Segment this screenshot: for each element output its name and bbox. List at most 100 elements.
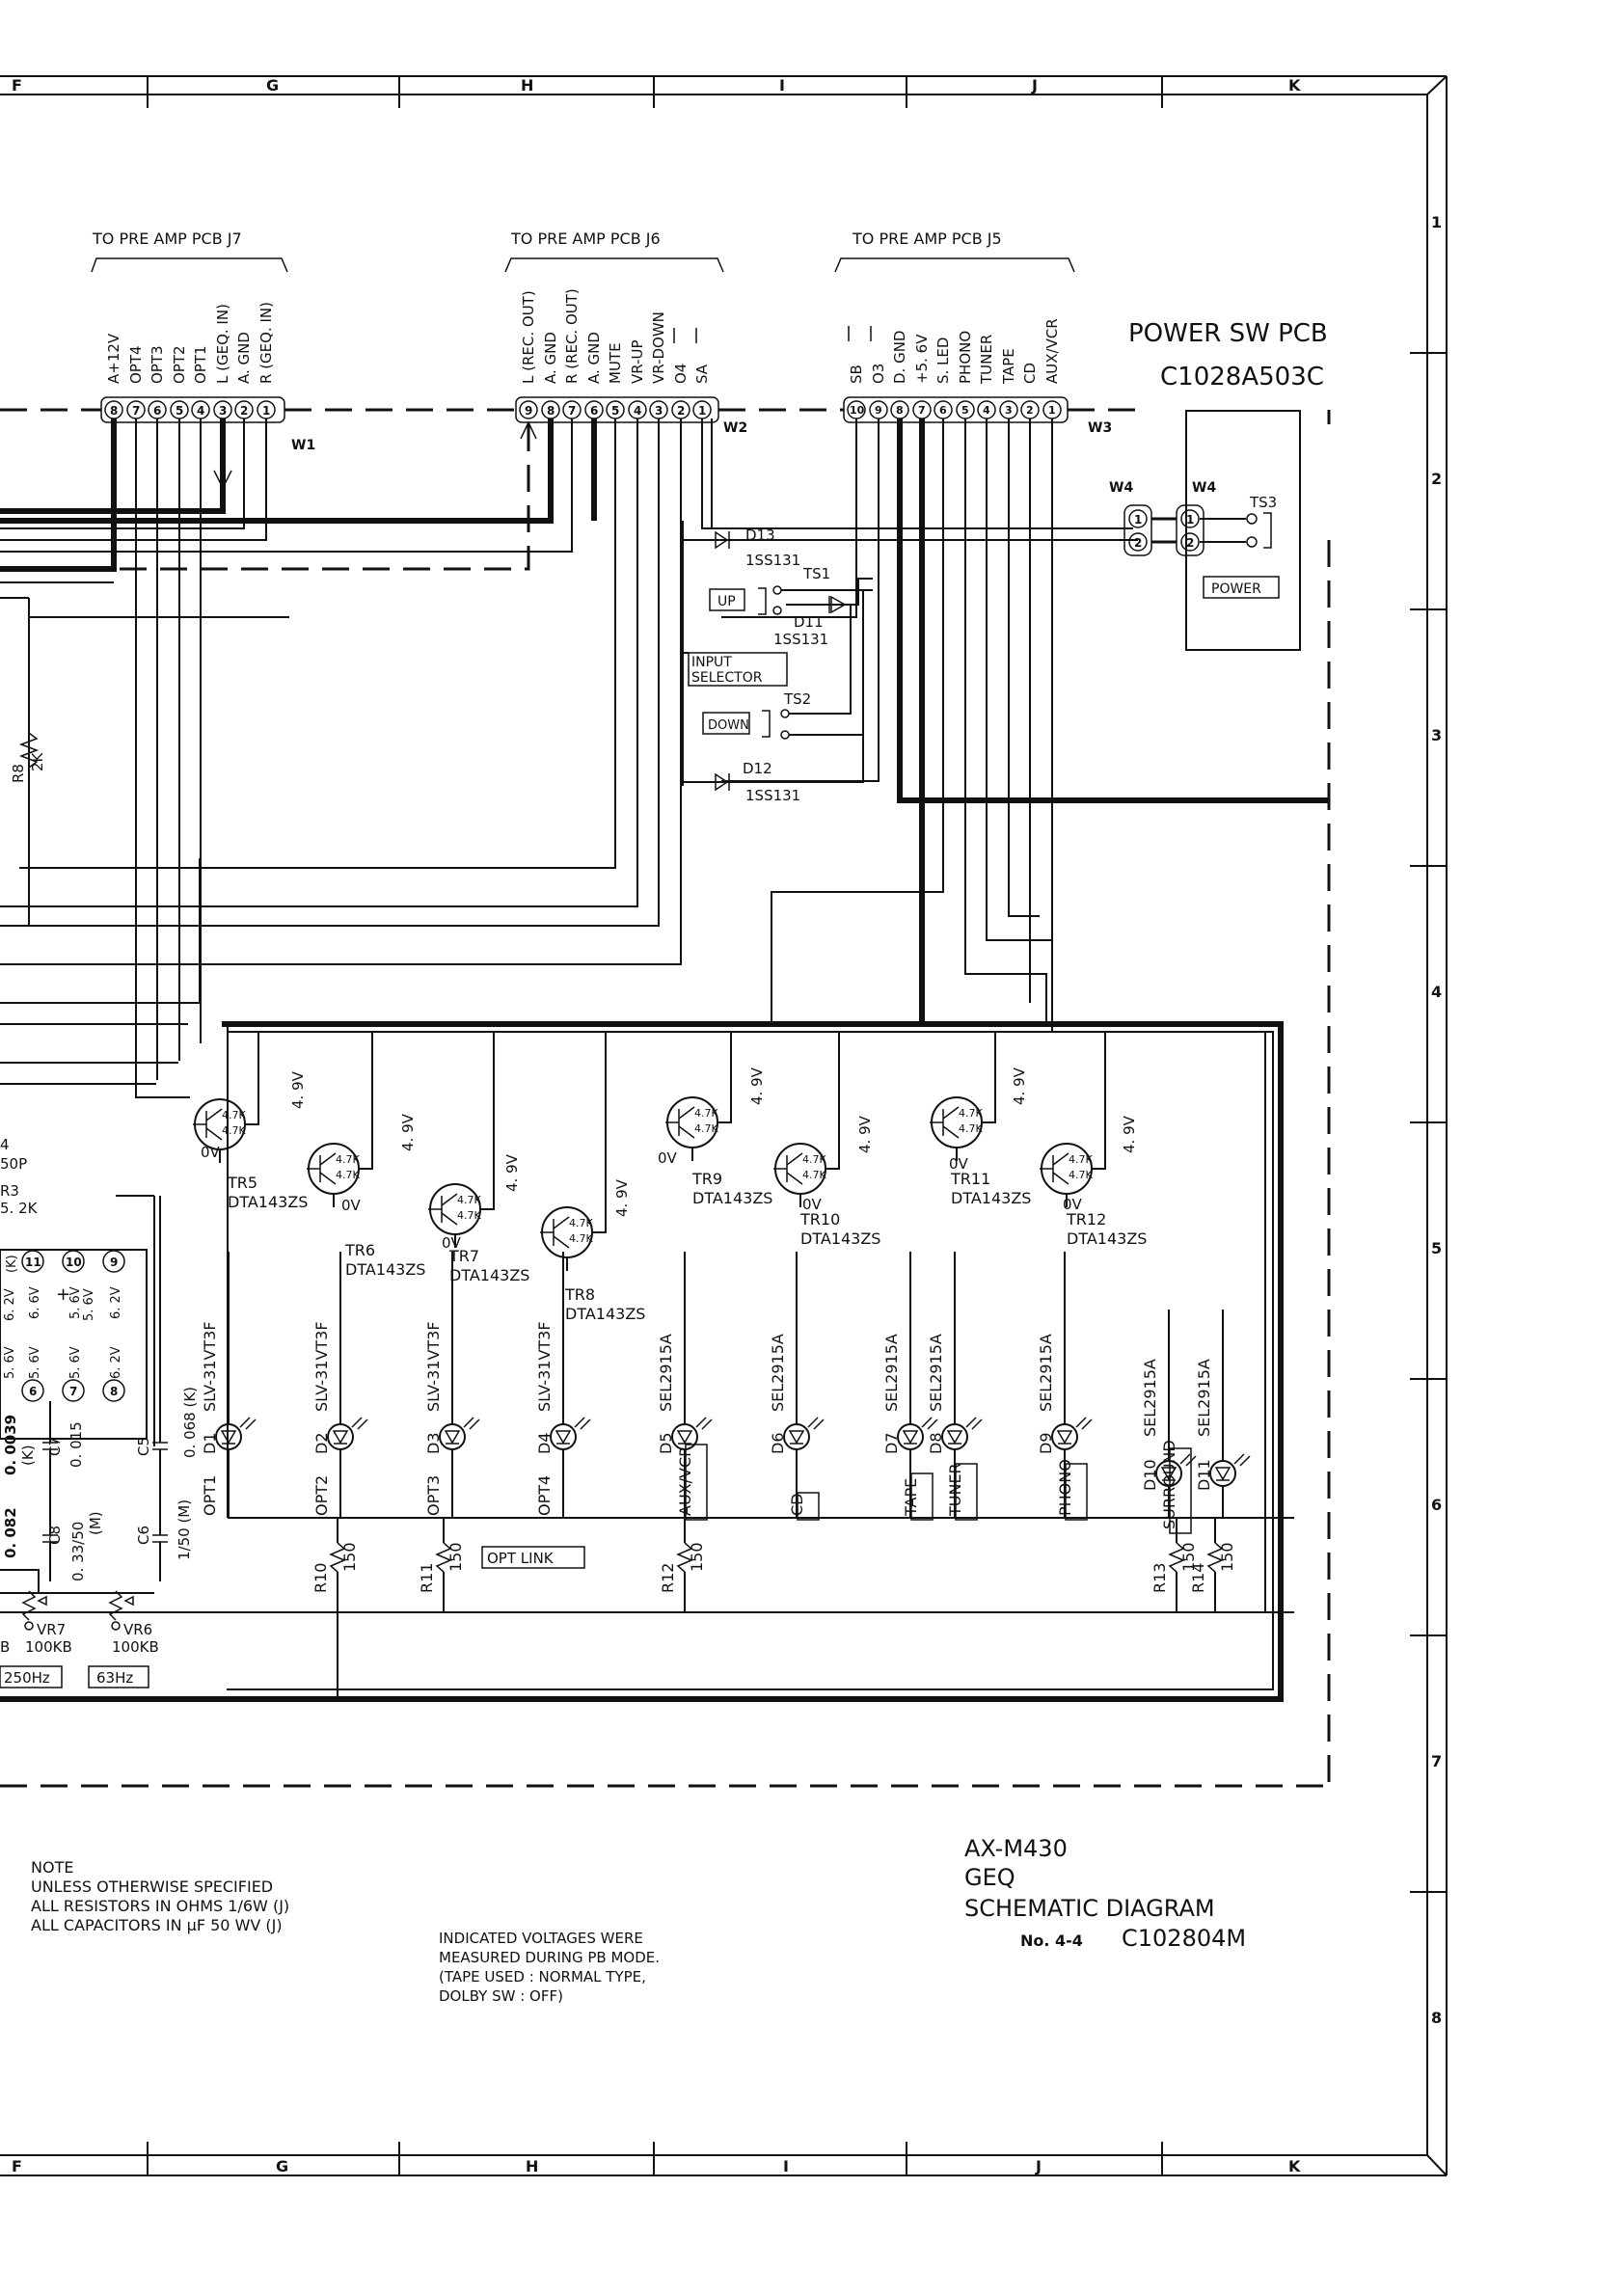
svg-text:5. 6V: 5. 6V (82, 1288, 96, 1321)
svg-text:0. 082: 0. 082 (2, 1507, 19, 1558)
svg-text:6: 6 (153, 404, 161, 418)
svg-text:B: B (0, 1638, 10, 1656)
drawing-code: C102804M (1122, 1925, 1246, 1952)
svg-text:6. 2V: 6. 2V (109, 1346, 123, 1379)
left-fragment: R8 2K 4 50P R3 5. 2K 11 10 9 6 7 8 6. 6V… (0, 732, 199, 1688)
svg-text:5: 5 (961, 404, 969, 417)
d13-ref: D13 (745, 527, 775, 544)
power-sw-pcb-outline (1185, 410, 1301, 651)
svg-text:8: 8 (547, 404, 555, 418)
resistor-ref: R14 (1189, 1563, 1207, 1593)
transistor-symbol (1040, 1152, 1069, 1185)
transistor-resistor-value: 4.7K (336, 1169, 360, 1181)
led-array: SLV-31VT3FD1OPT1SLV-31VT3FD2OPT2SLV-31VT… (201, 1252, 1251, 1534)
transistor-resistor-value: 4.7K (569, 1217, 593, 1229)
transistor-part: DTA143ZS (228, 1193, 308, 1211)
connector-j5-title: TO PRE AMP PCB J5 (852, 230, 1002, 248)
j6-pin-o4: O4 (672, 364, 690, 384)
led-d11 (1209, 1460, 1236, 1487)
resistor-value: 150 (447, 1542, 465, 1572)
input-selector-line1: INPUT (691, 655, 732, 670)
voltage-note-3: (TAPE USED : NORMAL TYPE, (439, 1968, 646, 1985)
led-symbol (332, 1430, 349, 1445)
transistor-ref: TR12 (1066, 1210, 1106, 1229)
row-label-3: 3 (1431, 726, 1442, 744)
transistor-vout: 4. 9V (289, 1070, 307, 1109)
led-ref: D10 (1141, 1459, 1159, 1491)
light-emission-icon (695, 1417, 713, 1430)
transistor-resistor-value: 4.7K (222, 1109, 246, 1121)
led-label-box (1169, 1447, 1192, 1534)
transistor-ref: TR8 (564, 1285, 595, 1304)
svg-text:100KB: 100KB (25, 1638, 72, 1656)
r8-value: 2K (29, 751, 46, 771)
led-part: SEL2915A (1037, 1334, 1055, 1412)
input-selector-line2: SELECTOR (691, 670, 763, 686)
led-label-box (685, 1444, 708, 1521)
j7-pin-a-gnd: A. GND (235, 332, 253, 384)
input-selector-circuit: UP DOWN (682, 521, 1138, 792)
row-label-7: 7 (1431, 1752, 1442, 1770)
led-d8 (941, 1423, 968, 1450)
ts3-ref: TS3 (1249, 494, 1277, 511)
transistor-resistor-value: 4.7K (222, 1124, 246, 1137)
svg-text:100KB: 100KB (112, 1638, 159, 1656)
led-part: SLV-31VT3F (312, 1321, 331, 1412)
transistor-ref: TR10 (799, 1210, 840, 1229)
led-label: OPT4 (535, 1475, 554, 1516)
transistor-ref: TR6 (344, 1241, 375, 1259)
svg-text:250Hz: 250Hz (4, 1669, 50, 1687)
j6-pin-labels: L (REC. OUT) A. GND R (REC. OUT) A. GND … (520, 288, 711, 384)
svg-text:5: 5 (176, 404, 183, 418)
led-d7 (897, 1423, 924, 1450)
svg-text:9: 9 (875, 404, 882, 417)
led-symbol (555, 1430, 572, 1445)
d13-part: 1SS131 (745, 552, 800, 569)
j6-pin-a-gnd-2: A. GND (585, 332, 603, 384)
svg-text:8: 8 (896, 404, 904, 417)
j5-pin-tape: TAPE (1000, 348, 1017, 385)
resistor-value: 150 (1218, 1542, 1236, 1572)
svg-text:2: 2 (677, 404, 685, 418)
led-symbol (1056, 1430, 1073, 1445)
led-part: SEL2915A (927, 1334, 945, 1412)
transistor-part: DTA143ZS (692, 1189, 772, 1207)
svg-text:5. 6V: 5. 6V (28, 1346, 42, 1379)
transistor-vout: 4. 9V (1011, 1067, 1028, 1105)
j7-pin-opt1: OPT1 (192, 345, 209, 384)
wire-w4-right: W4 (1192, 480, 1216, 496)
light-emission-icon (1233, 1453, 1251, 1467)
transistor-part: DTA143ZS (565, 1305, 645, 1323)
power-sw-pcb-part: C1028A503C (1160, 363, 1324, 392)
column-label-g-bottom: G (276, 2157, 288, 2175)
j5-pin-5v6: +5. 6V (913, 334, 931, 384)
d11-part: 1SS131 (773, 631, 828, 648)
resistor-value: 150 (340, 1542, 359, 1572)
j6-pin-sa: SA (693, 364, 711, 384)
resistor-value: 150 (1179, 1542, 1198, 1572)
led-part: SEL2915A (769, 1334, 787, 1412)
transistor-vin: 0V (949, 1155, 969, 1173)
transistor-vout: 4. 9V (856, 1115, 874, 1153)
svg-text:6. 2V: 6. 2V (3, 1288, 17, 1321)
led-part: SEL2915A (657, 1334, 675, 1412)
led-ref: D1 (201, 1433, 219, 1455)
transistor-ref: TR5 (227, 1174, 257, 1192)
transistor-vin: 0V (341, 1197, 362, 1214)
svg-text:6: 6 (590, 404, 598, 418)
row-label-2: 2 (1431, 470, 1442, 488)
resistor-ref: R10 (311, 1563, 330, 1593)
svg-text:1/50 (M): 1/50 (M) (176, 1499, 193, 1560)
transistor-resistor-value: 4.7K (802, 1153, 826, 1166)
transistor-symbol (307, 1152, 337, 1185)
transistor-emitter (480, 1032, 495, 1210)
svg-text:5. 6V: 5. 6V (68, 1286, 83, 1319)
connector-j7-title: TO PRE AMP PCB J7 (92, 230, 242, 248)
transistor-part: DTA143ZS (345, 1260, 425, 1279)
voltage-note-4: DOLBY SW : OFF) (439, 1987, 563, 2005)
j7-pin-opt3: OPT3 (149, 345, 166, 384)
transistor-resistor-value: 4.7K (802, 1169, 826, 1181)
led-label: OPT1 (201, 1475, 219, 1516)
led-part: SEL2915A (882, 1334, 901, 1412)
light-emission-icon (574, 1417, 591, 1430)
